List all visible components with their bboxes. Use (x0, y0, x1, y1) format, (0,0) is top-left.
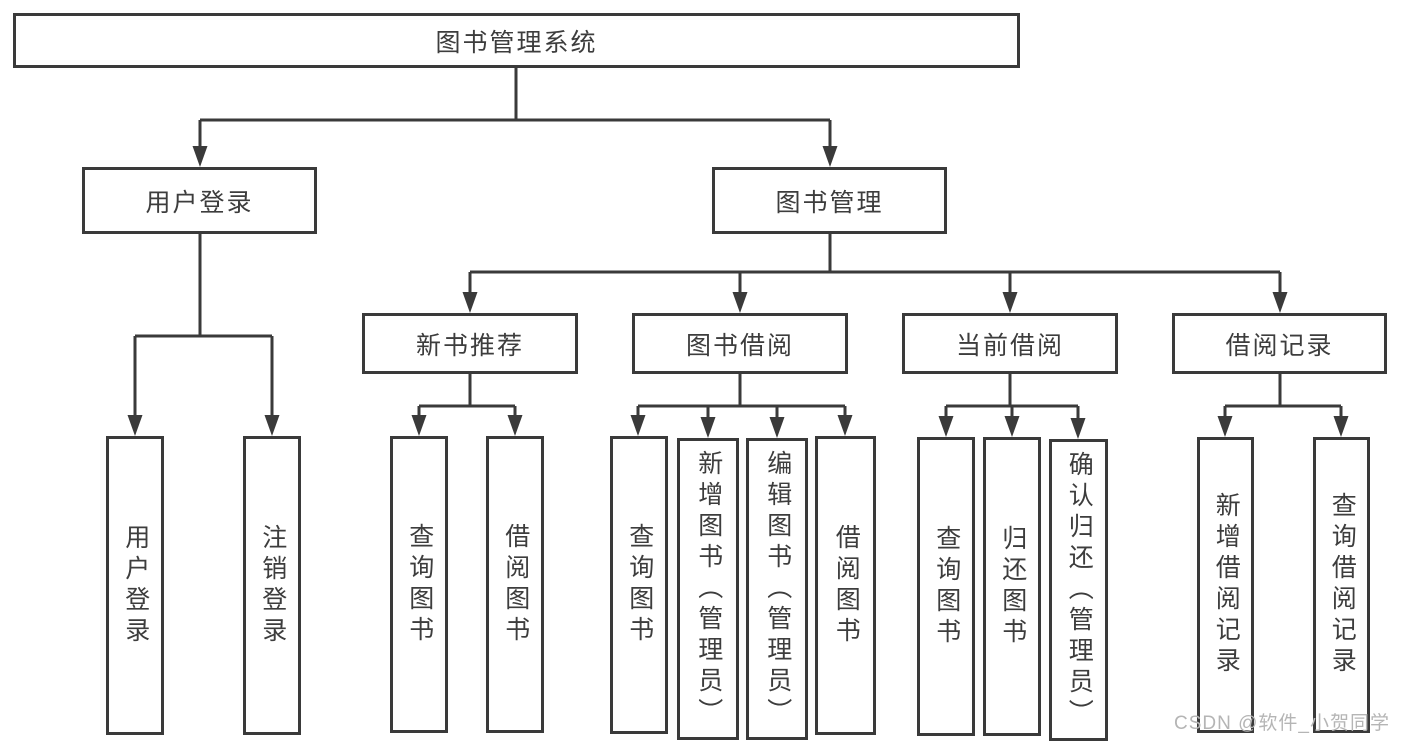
node-borrowing-records-label: 借阅记录 (1225, 331, 1334, 360)
leaf-cb-return-books-label: 归还图书 (998, 524, 1027, 649)
arrowhead (127, 415, 143, 436)
leaf-cb-confirm-return-admin-label: 确认归还（管理员） (1065, 450, 1094, 730)
leaf-user-login-label: 用户登录 (121, 523, 150, 648)
leaf-bb-query-books-label: 查询图书 (625, 523, 654, 647)
arrowhead (1217, 416, 1233, 437)
node-borrowing-records: 借阅记录 (1172, 313, 1387, 374)
arrowhead (732, 292, 748, 313)
leaf-logout-label: 注销登录 (258, 523, 287, 648)
node-root-label: 图书管理系统 (435, 28, 598, 57)
node-root: 图书管理系统 (13, 13, 1020, 68)
arrowhead (938, 416, 954, 437)
leaf-br-add-record-label: 新增借阅记录 (1212, 492, 1241, 678)
leaf-br-query-record-label: 查询借阅记录 (1328, 492, 1357, 678)
arrowhead (1070, 418, 1086, 439)
leaf-bb-query-books: 查询图书 (610, 436, 668, 734)
node-book-management: 图书管理 (712, 167, 947, 234)
leaf-br-query-record: 查询借阅记录 (1313, 437, 1370, 733)
node-book-borrowing: 图书借阅 (632, 313, 848, 374)
node-current-borrowing: 当前借阅 (902, 313, 1118, 374)
leaf-bb-edit-books-admin: 编辑图书（管理员） (746, 438, 808, 740)
arrowhead (700, 417, 716, 438)
leaf-logout: 注销登录 (243, 436, 301, 735)
node-book-borrowing-label: 图书借阅 (685, 331, 794, 360)
arrowhead (769, 417, 785, 438)
leaf-bb-add-books-admin: 新增图书（管理员） (677, 438, 739, 740)
node-user-login-label: 用户登录 (145, 188, 254, 217)
tree-edges (133, 68, 1343, 420)
leaf-nb-borrow-books: 借阅图书 (486, 436, 544, 733)
leaf-bb-edit-books-admin-label: 编辑图书（管理员） (763, 449, 792, 729)
leaf-bb-add-books-admin-label: 新增图书（管理员） (694, 449, 723, 729)
node-new-book-recommend: 新书推荐 (362, 313, 578, 374)
node-new-book-recommend-label: 新书推荐 (415, 331, 524, 360)
leaf-nb-query-books-label: 查询图书 (405, 522, 434, 647)
arrowhead (264, 415, 280, 436)
leaf-cb-query-books-label: 查询图书 (932, 524, 961, 649)
node-user-login: 用户登录 (82, 167, 317, 234)
node-current-borrowing-label: 当前借阅 (955, 331, 1064, 360)
arrowhead (192, 146, 208, 167)
leaf-cb-confirm-return-admin: 确认归还（管理员） (1049, 439, 1108, 741)
leaf-bb-borrow-books: 借阅图书 (815, 436, 876, 735)
leaf-nb-borrow-books-label: 借阅图书 (501, 522, 530, 647)
arrowhead (837, 415, 853, 436)
arrowhead (462, 292, 478, 313)
arrowhead (822, 146, 838, 167)
leaf-br-add-record: 新增借阅记录 (1197, 437, 1254, 733)
leaf-cb-query-books: 查询图书 (917, 437, 975, 736)
arrowhead (507, 415, 523, 436)
arrowhead (1333, 416, 1349, 437)
arrowhead (1272, 292, 1288, 313)
leaf-user-login: 用户登录 (106, 436, 164, 735)
leaf-bb-borrow-books-label: 借阅图书 (832, 523, 861, 648)
arrowhead (1002, 292, 1018, 313)
arrowhead (411, 415, 427, 436)
arrowheads (127, 146, 1349, 439)
leaf-cb-return-books: 归还图书 (983, 437, 1041, 736)
arrowhead (630, 415, 646, 436)
arrowhead (1004, 416, 1020, 437)
leaf-nb-query-books: 查询图书 (390, 436, 448, 733)
node-book-management-label: 图书管理 (775, 188, 884, 217)
